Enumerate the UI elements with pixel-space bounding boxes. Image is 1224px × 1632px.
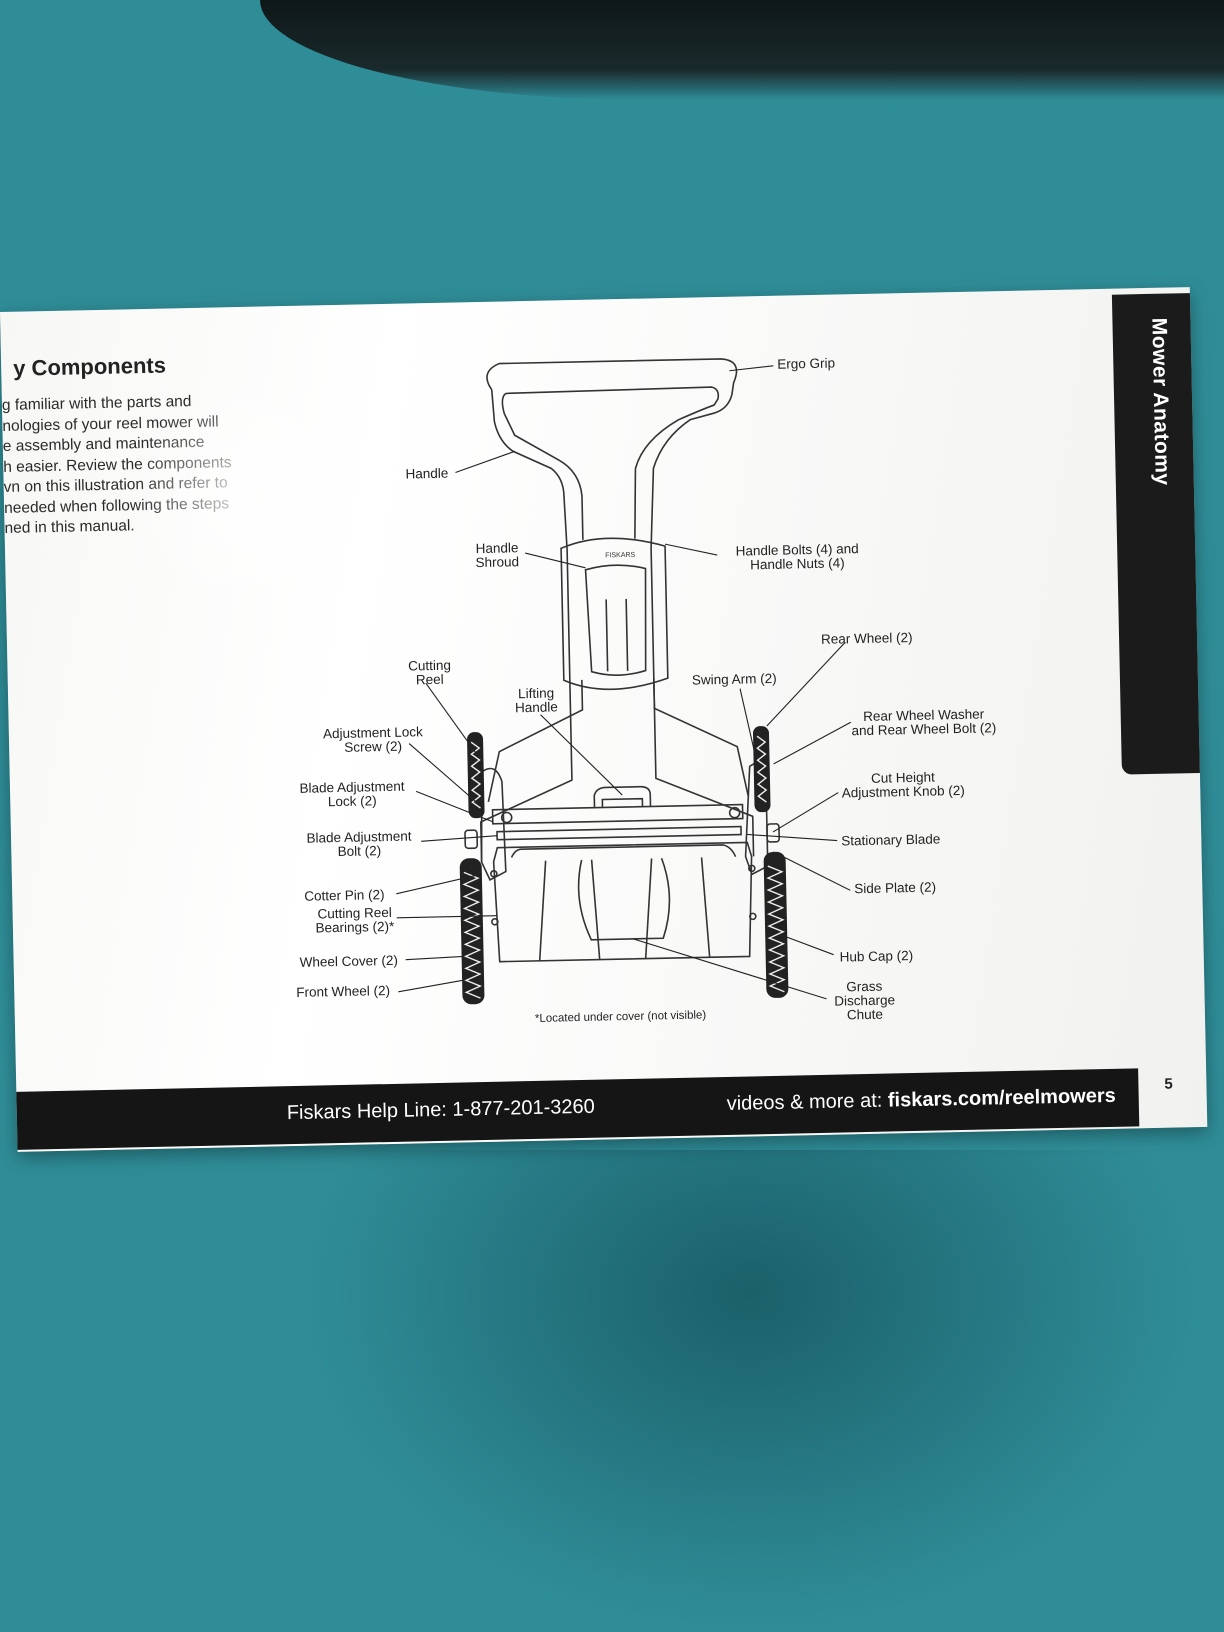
- label-side-plate: Side Plate (2): [854, 879, 937, 897]
- leader-lines: [396, 365, 852, 1000]
- wheel-treads: [462, 735, 786, 999]
- label-front-wheel: Front Wheel (2): [296, 982, 391, 1000]
- label-grass-discharge-chute: Grass Discharge Chute: [834, 978, 896, 1023]
- label-stationary-blade: Stationary Blade: [841, 831, 941, 849]
- label-hub-cap: Hub Cap (2): [839, 948, 914, 965]
- label-cutting-reel-bearings: Cutting Reel Bearings (2)*: [315, 904, 395, 936]
- label-cutting-reel: Cutting Reel: [407, 657, 452, 688]
- page-number: 5: [1164, 1075, 1173, 1093]
- label-blade-adjustment-bolt: Blade Adjustment Bolt (2): [306, 828, 412, 860]
- label-handle-shroud: Handle Shroud: [475, 540, 520, 571]
- mower-drawing: [464, 358, 781, 963]
- phone-shadow: [300, 1150, 1200, 1632]
- manual-page: y Components g familiar with the parts a…: [0, 287, 1208, 1152]
- label-cut-height-knob: Cut Height Adjustment Knob (2): [841, 769, 965, 801]
- mower-diagram: FISKARS: [396, 358, 852, 1005]
- label-rear-wheel-washer: Rear Wheel Washer and Rear Wheel Bolt (2…: [851, 706, 997, 739]
- website-url: fiskars.com/reelmowers: [887, 1084, 1116, 1112]
- label-wheel-cover: Wheel Cover (2): [299, 952, 399, 970]
- label-cotter-pin: Cotter Pin (2): [304, 887, 385, 904]
- label-adjustment-lock-screw: Adjustment Lock Screw (2): [322, 724, 423, 755]
- label-rear-wheel: Rear Wheel (2): [820, 629, 913, 647]
- label-lifting-handle: Lifting Handle: [514, 685, 558, 716]
- label-handle: Handle: [405, 465, 449, 482]
- label-swing-arm: Swing Arm (2): [691, 670, 777, 688]
- label-blade-adjustment-lock: Blade Adjustment Lock (2): [299, 778, 405, 810]
- label-handle-bolts: Handle Bolts (4) and Handle Nuts (4): [735, 541, 859, 573]
- brand-mark: FISKARS: [605, 552, 635, 560]
- dark-surface-top: [260, 0, 1224, 100]
- label-ergo-grip: Ergo Grip: [777, 355, 836, 372]
- wheels: [459, 726, 789, 1005]
